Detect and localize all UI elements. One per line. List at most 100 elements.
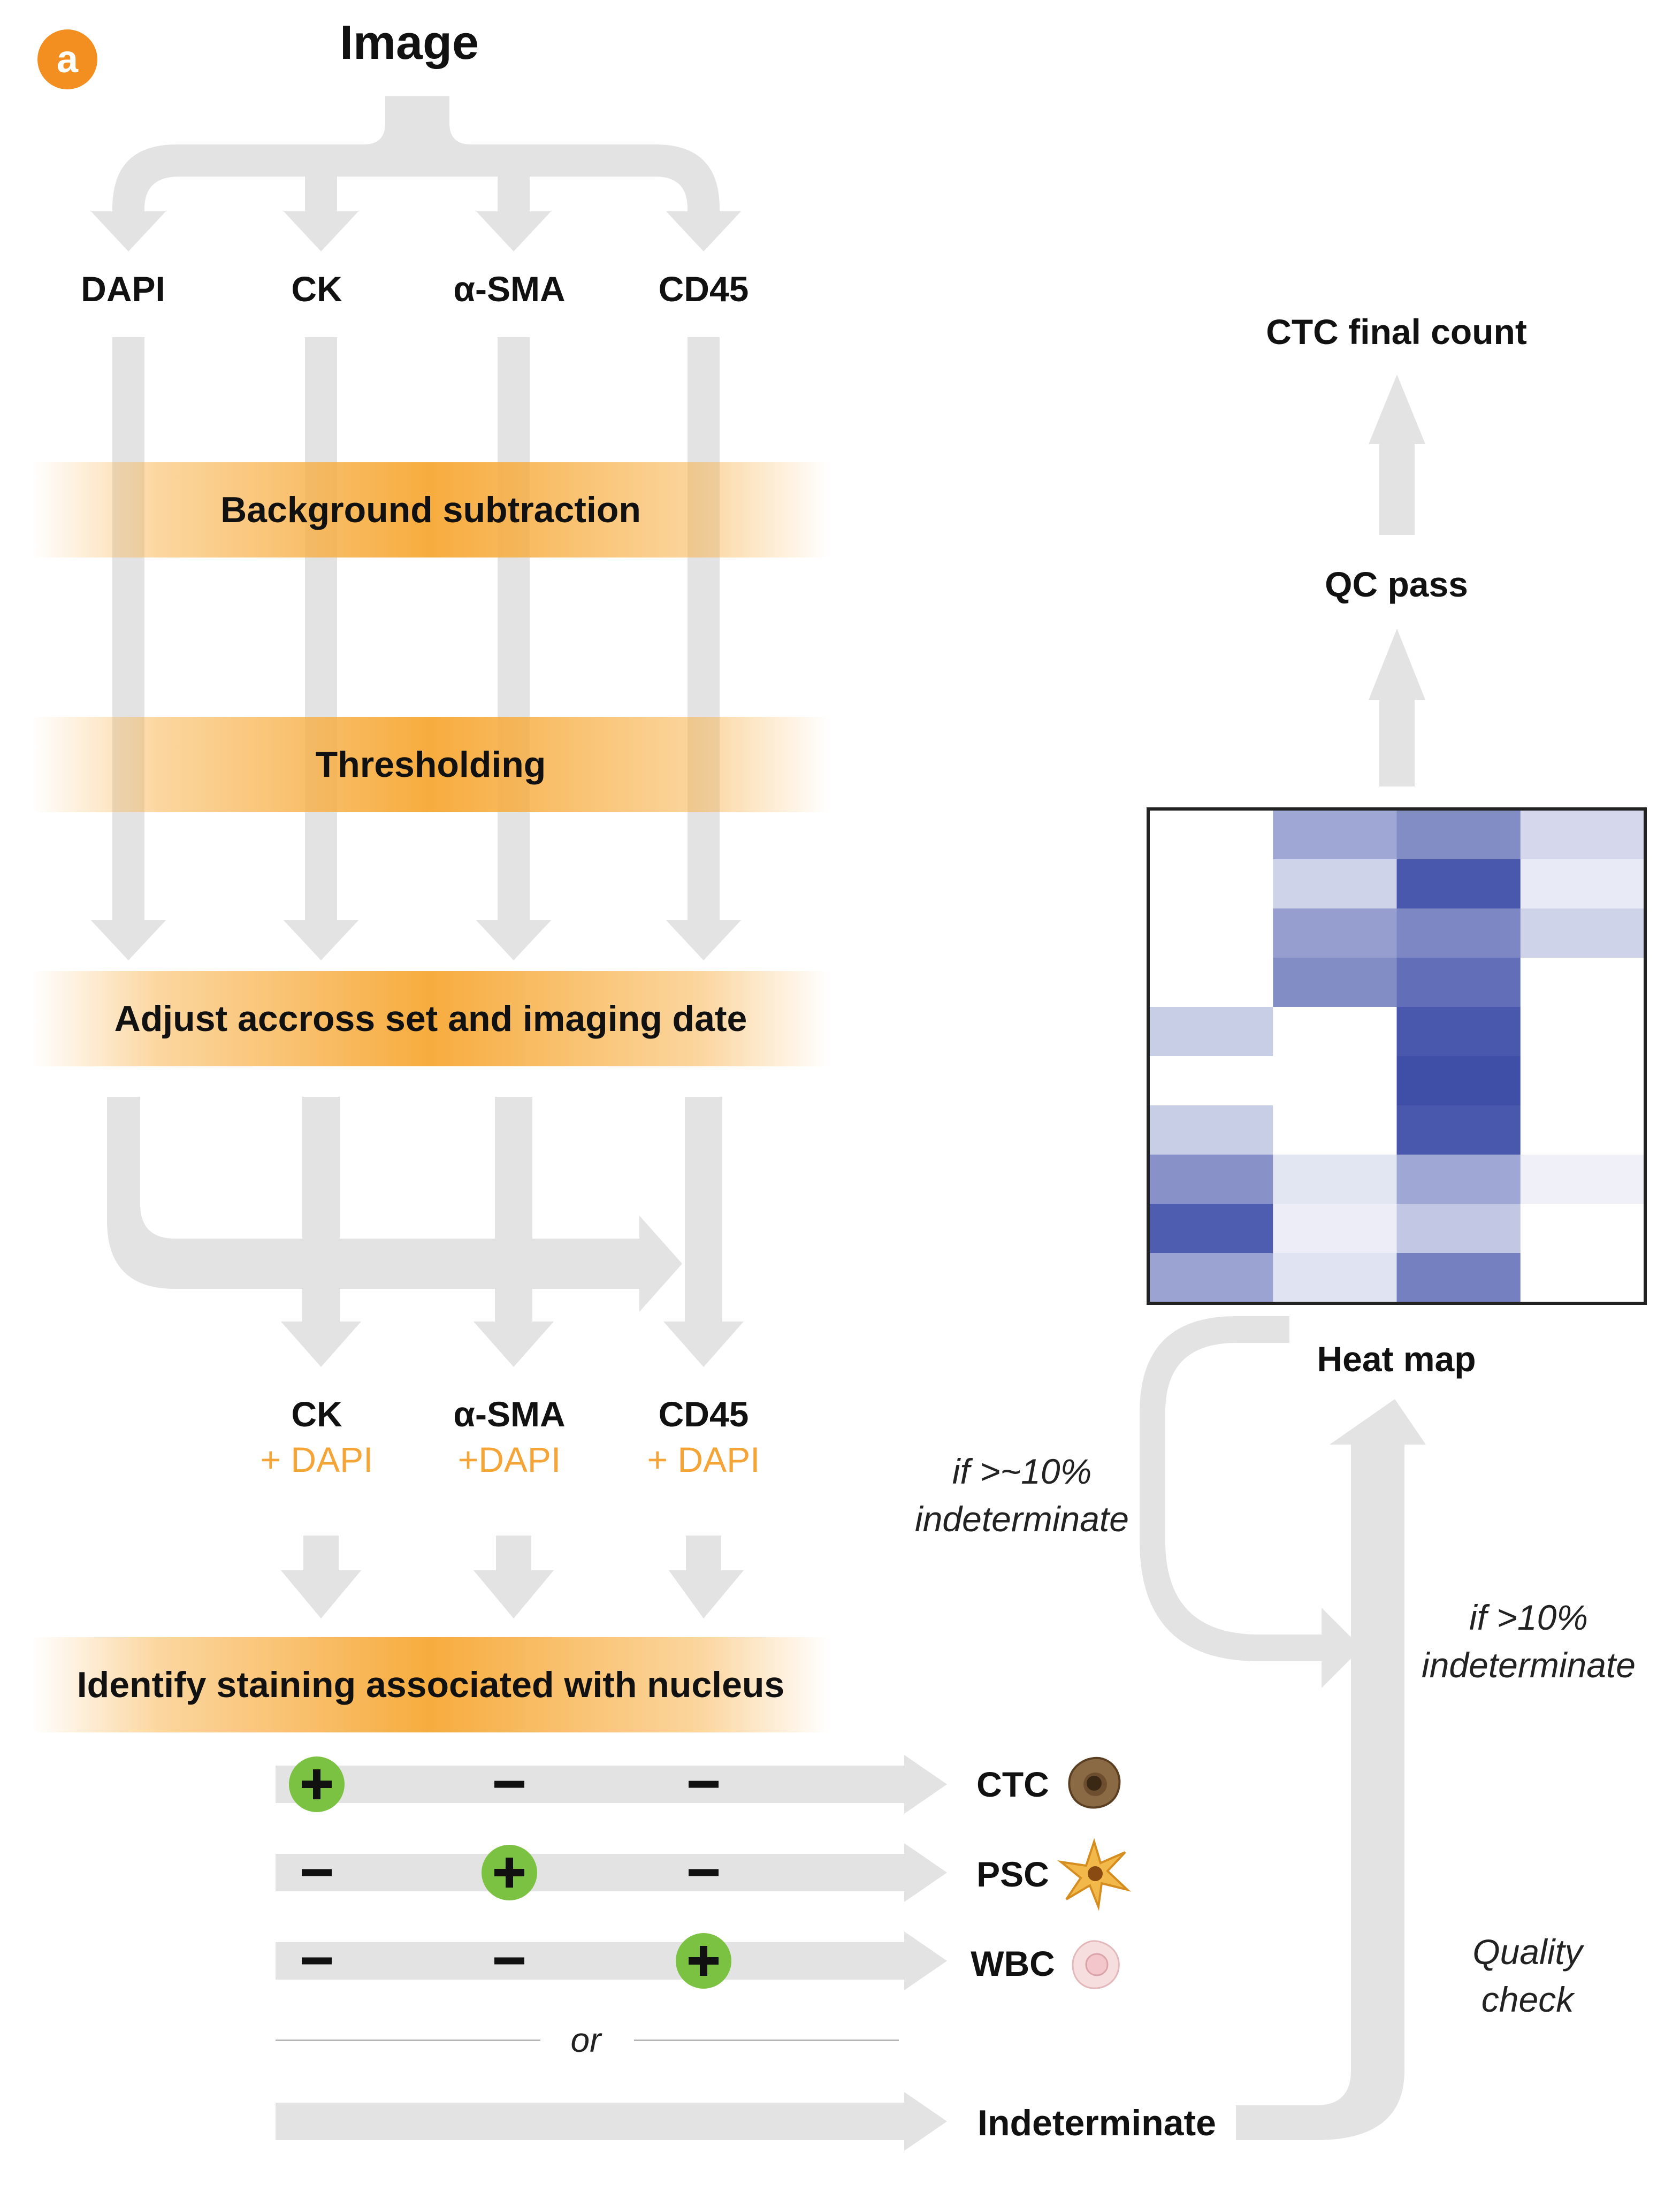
class-label-ctc: CTC bbox=[976, 1765, 1049, 1804]
heat-map-cell bbox=[1149, 958, 1273, 1007]
panel-label-badge: a bbox=[37, 29, 97, 89]
dapi-merge-arrow bbox=[107, 1097, 682, 1312]
qc-pass-label: QC pass bbox=[1325, 564, 1468, 604]
heat-map-cell bbox=[1520, 1204, 1645, 1254]
class-label-wbc: WBC bbox=[971, 1944, 1055, 1983]
fork-arrows bbox=[91, 96, 741, 251]
text-line: if >~10% bbox=[952, 1451, 1092, 1491]
identify-arrow-asma bbox=[474, 1536, 554, 1618]
heat-map-frame bbox=[1147, 807, 1647, 1305]
negative-marker bbox=[302, 1869, 332, 1876]
combined-suffix-asma: +DAPI bbox=[457, 1440, 561, 1479]
text-line: indeterminate bbox=[915, 1499, 1129, 1539]
qc-arrow bbox=[1369, 629, 1425, 786]
final-count-arrow bbox=[1369, 375, 1425, 535]
heat-map-cell bbox=[1273, 859, 1397, 909]
step-identify: Identify staining associated with nucleu… bbox=[32, 1637, 829, 1732]
identify-arrow-cd45 bbox=[669, 1536, 744, 1618]
heat-map-cell bbox=[1273, 810, 1397, 860]
classify-arrow-ctc bbox=[276, 1755, 947, 1814]
classify-arrow-psc bbox=[276, 1843, 947, 1902]
heat-map-cell bbox=[1273, 908, 1397, 958]
negative-marker bbox=[494, 1957, 524, 1965]
heatmap-loop-arrow bbox=[1140, 1316, 1362, 1688]
final-count-label: CTC final count bbox=[1266, 312, 1527, 352]
step-label: Thresholding bbox=[315, 744, 546, 785]
text-line: if >10% bbox=[1469, 1597, 1588, 1637]
heat-map-cell bbox=[1396, 859, 1521, 909]
if-gt-10-label: if >10%indeterminate bbox=[1422, 1594, 1636, 1689]
channel-label-dapi: DAPI bbox=[81, 269, 165, 309]
negative-marker bbox=[494, 1781, 524, 1788]
combined-suffix-cd45: + DAPI bbox=[647, 1440, 760, 1479]
quality-check-label: Quality check bbox=[1472, 1928, 1582, 2023]
heat-map-cell bbox=[1149, 1204, 1273, 1254]
merge-arrow-cd45 bbox=[663, 1097, 744, 1367]
channel-arrow-cd45 bbox=[666, 337, 741, 960]
or-label: or bbox=[570, 2020, 601, 2059]
heat-map-cell bbox=[1520, 1007, 1645, 1057]
step-label: Identify staining associated with nucleu… bbox=[77, 1664, 785, 1705]
indeterminate-label: Indeterminate bbox=[978, 2103, 1216, 2143]
heat-map-cell bbox=[1149, 1105, 1273, 1155]
channel-arrow-ck bbox=[284, 337, 358, 960]
class-label-psc: PSC bbox=[976, 1854, 1049, 1894]
heat-map-cell bbox=[1396, 958, 1521, 1007]
identify-arrow-ck bbox=[281, 1536, 361, 1618]
text-line: Quality bbox=[1472, 1931, 1583, 1972]
step-thresholding: Thresholding bbox=[32, 717, 829, 812]
heat-map-cell bbox=[1149, 1056, 1273, 1106]
heat-map-cell bbox=[1520, 1253, 1645, 1303]
combined-label-asma: α-SMA bbox=[453, 1394, 566, 1434]
positive-marker bbox=[289, 1756, 345, 1812]
heat-map-cell bbox=[1520, 810, 1645, 860]
heat-map-cell bbox=[1273, 1056, 1397, 1106]
positive-marker bbox=[676, 1933, 731, 1989]
quality-check-line: Quality check bbox=[1472, 1928, 1582, 2023]
heat-map-cell bbox=[1396, 1007, 1521, 1057]
heat-map-cell bbox=[1396, 1253, 1521, 1303]
combined-label-ck: CK bbox=[291, 1394, 342, 1434]
heat-map-cell bbox=[1396, 1204, 1521, 1254]
heat-map-cell bbox=[1520, 958, 1645, 1007]
channel-label-asma: α-SMA bbox=[453, 269, 566, 309]
classify-arrow-indeterminate bbox=[276, 2092, 947, 2151]
heat-map-cell bbox=[1520, 908, 1645, 958]
heat-map-cell bbox=[1273, 1155, 1397, 1204]
heat-map-cell bbox=[1520, 1155, 1645, 1204]
heat-map-cell bbox=[1149, 810, 1273, 860]
step-label: Background subtraction bbox=[220, 490, 641, 530]
if-approx-10-label: if >~10% indeterminate bbox=[915, 1448, 1129, 1543]
heat-map-cell bbox=[1273, 1105, 1397, 1155]
heat-map-cell bbox=[1520, 859, 1645, 909]
classify-arrow-wbc bbox=[276, 1931, 947, 1990]
heat-map-label: Heat map bbox=[1317, 1339, 1476, 1379]
negative-marker bbox=[689, 1869, 719, 1876]
heat-map-cell bbox=[1273, 958, 1397, 1007]
channel-label-ck: CK bbox=[291, 269, 342, 309]
heat-map-cell bbox=[1273, 1007, 1397, 1057]
text-line: check bbox=[1481, 1980, 1574, 2019]
step-background-subtraction: Background subtraction bbox=[32, 462, 829, 557]
heat-map bbox=[1147, 807, 1647, 1305]
heat-map-cell bbox=[1396, 810, 1521, 860]
heat-map-cell bbox=[1396, 1105, 1521, 1155]
step-adjust: Adjust accross set and imaging date bbox=[32, 971, 829, 1066]
merge-arrow-asma bbox=[474, 1097, 554, 1367]
heat-map-cell bbox=[1149, 1155, 1273, 1204]
channel-label-cd45: CD45 bbox=[658, 269, 749, 309]
tumor-cell-icon bbox=[1068, 1756, 1121, 1809]
heat-map-cell bbox=[1149, 859, 1273, 909]
heat-map-cell bbox=[1149, 1253, 1273, 1303]
heat-map-cell bbox=[1396, 908, 1521, 958]
separator-line-right bbox=[634, 2040, 899, 2041]
diagram-title: Image bbox=[339, 16, 479, 70]
heat-map-cell bbox=[1396, 1155, 1521, 1204]
heat-map-cell bbox=[1396, 1056, 1521, 1106]
merge-arrow-ck bbox=[281, 1097, 361, 1367]
negative-marker bbox=[302, 1957, 332, 1965]
quality-check-arrow bbox=[1236, 1399, 1426, 2140]
combined-suffix-ck: + DAPI bbox=[260, 1440, 373, 1479]
